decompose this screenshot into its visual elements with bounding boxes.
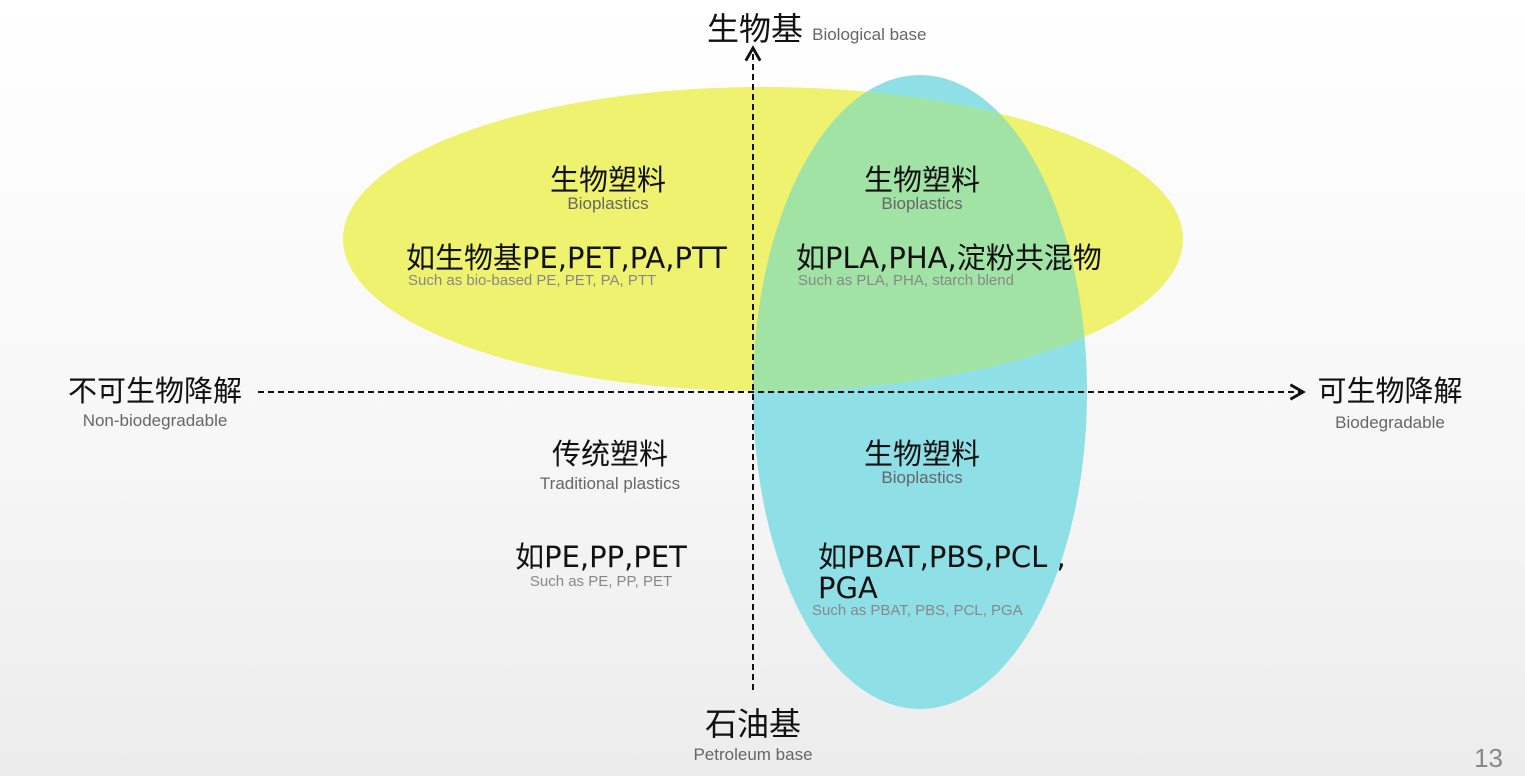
quadrant-bottom-right-title: 生物塑料 Bioplastics <box>864 437 980 488</box>
example-zh-line2: PGA <box>818 570 878 605</box>
axis-bottom-en: Petroleum base <box>693 745 813 765</box>
quadrant-bottom-left-title: 传统塑料 Traditional plastics <box>540 437 680 494</box>
example-zh: 如生物基PE,PET,PA,PTT <box>406 241 727 275</box>
axis-top-label: 生物基 Biological base <box>707 10 926 48</box>
axis-bottom-label: 石油基 Petroleum base <box>693 705 812 765</box>
axis-left-en: Non-biodegradable <box>82 410 228 430</box>
quadrant-title-en: Traditional plastics <box>539 473 681 493</box>
quadrant-title-en: Bioplastics <box>567 193 649 213</box>
quadrant-top-right-title: 生物塑料 Bioplastics <box>864 163 980 214</box>
example-zh: 如PLA,PHA,淀粉共混物 <box>796 241 1102 275</box>
quadrant-title-zh: 生物塑料 <box>549 163 667 197</box>
quadrant-top-right-example: 如PLA,PHA,淀粉共混物 Such as PLA, PHA, starch … <box>796 241 1102 289</box>
example-en: Such as PE, PP, PET <box>529 572 673 590</box>
quadrant-bottom-right-example: 如PBAT,PBS,PCL , PGA Such as PBAT, PBS, P… <box>812 540 1066 619</box>
page-number: 13 <box>1474 743 1503 773</box>
axis-right-zh: 可生物降解 <box>1317 374 1463 408</box>
quadrant-top-left-example: 如生物基PE,PET,PA,PTT Such as bio-based PE, … <box>406 241 727 289</box>
example-zh-line1: 如PBAT,PBS,PCL , <box>818 540 1066 574</box>
axis-top-zh: 生物基 <box>707 10 804 48</box>
axis-left-zh: 不可生物降解 <box>67 374 243 408</box>
quadrant-top-left-title: 生物塑料 Bioplastics <box>550 163 666 214</box>
axis-top-en: Biological base <box>812 25 927 44</box>
axis-bottom-zh: 石油基 <box>704 705 802 743</box>
axis-right-en: Biodegradable <box>1335 412 1445 432</box>
quadrant-title-zh: 生物塑料 <box>863 437 981 471</box>
axis-right-label: 可生物降解 Biodegradable <box>1317 374 1462 433</box>
example-en: Such as bio-based PE, PET, PA, PTT <box>408 271 657 289</box>
quadrant-title-en: Bioplastics <box>881 467 963 487</box>
quadrant-title-zh: 生物塑料 <box>863 163 981 197</box>
example-en: Such as PBAT, PBS, PCL, PGA <box>812 601 1023 619</box>
quadrant-title-zh: 传统塑料 <box>551 437 668 471</box>
example-en: Such as PLA, PHA, starch blend <box>798 271 1014 289</box>
axis-left-label: 不可生物降解 Non-biodegradable <box>68 374 242 431</box>
example-zh: 如PE,PP,PET <box>515 540 687 574</box>
quadrant-bottom-left-example: 如PE,PP,PET Such as PE, PP, PET <box>515 540 687 590</box>
quadrant-title-en: Bioplastics <box>881 193 963 213</box>
